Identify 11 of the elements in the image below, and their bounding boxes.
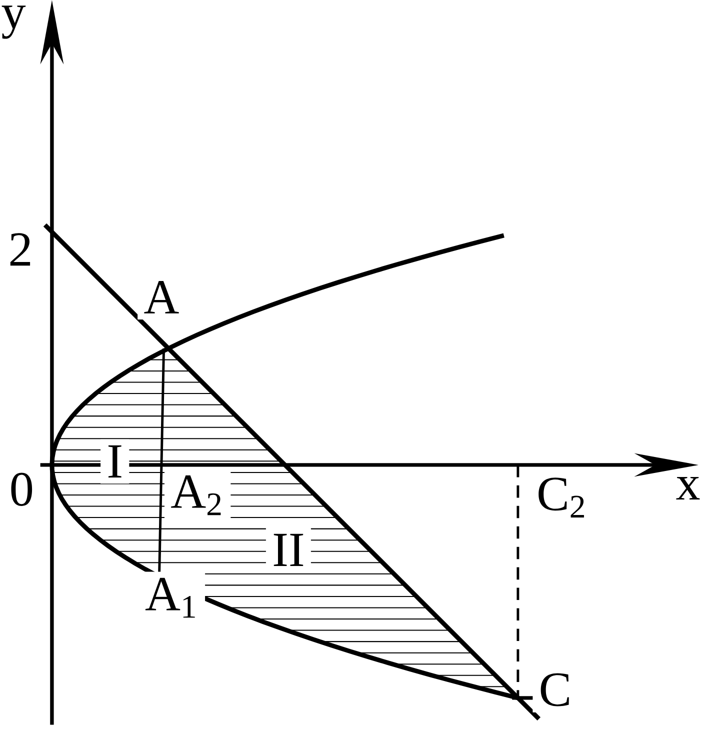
point-label: A$_{1}$ [138,572,206,624]
tick-label: 0 [3,466,40,512]
point-label: A$_{2}$ [164,469,231,522]
region-label: II [266,528,311,572]
region-label: I [100,439,130,484]
point-label: A [138,274,186,320]
point-label: C$_{2}$ [530,471,594,524]
point-label: C [532,667,578,712]
tick-label: 2 [2,227,39,272]
axis-label: y [0,0,32,45]
axis-label: x [670,470,706,506]
